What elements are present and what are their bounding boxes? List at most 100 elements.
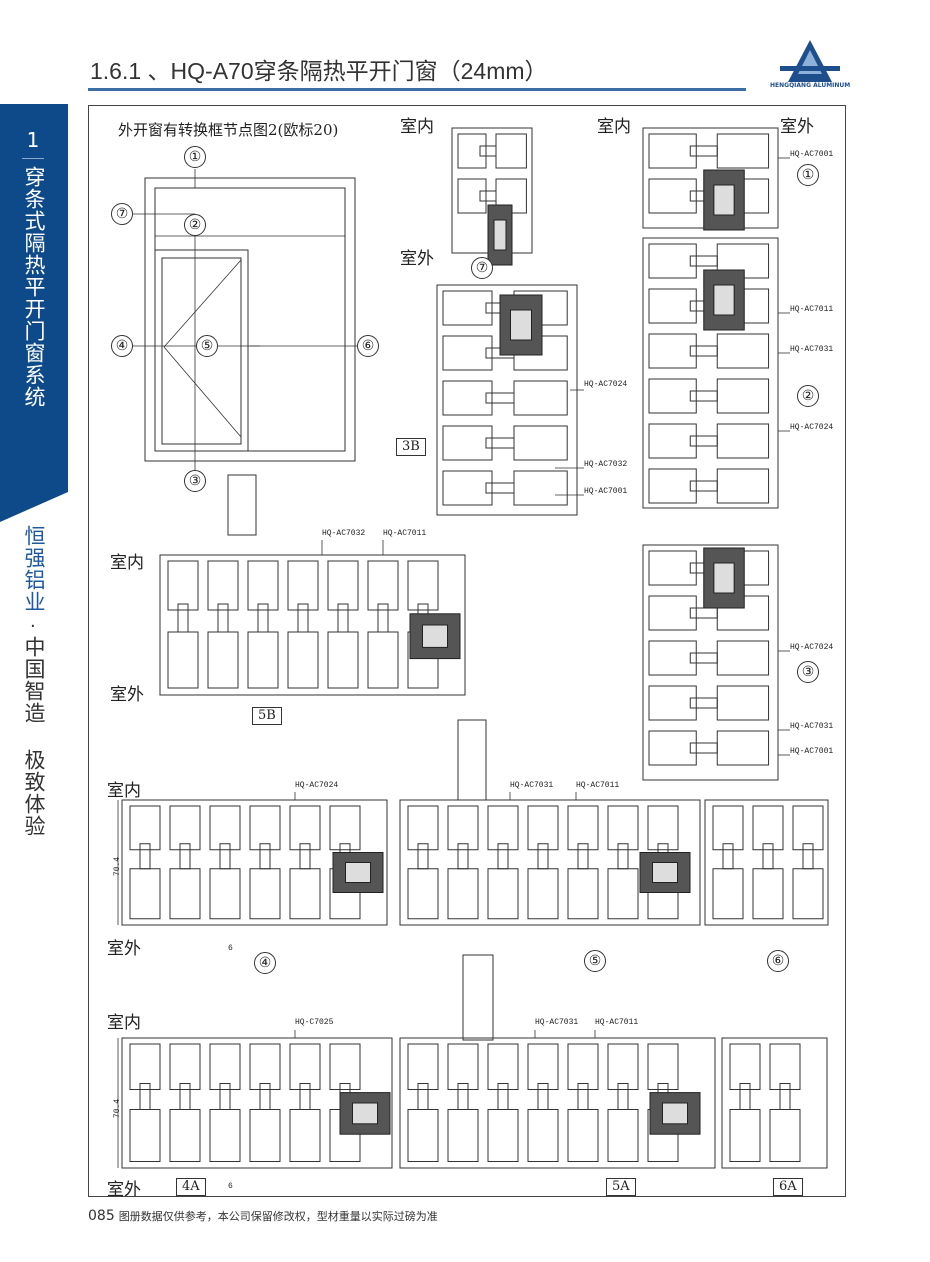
- thermal-strip: [537, 1083, 549, 1110]
- marker-2-detail: ②: [797, 385, 819, 407]
- thermal-strip: [337, 603, 349, 633]
- thermal-strip: [485, 482, 515, 494]
- profile-outline: [169, 868, 201, 920]
- outdoor-label: 室外: [400, 249, 434, 269]
- code-label: HQ-AC7031: [510, 781, 554, 790]
- profile-outline: [487, 1109, 519, 1162]
- profile-outline: [289, 805, 321, 851]
- glass-spacer: [662, 1102, 688, 1125]
- elevation-caption: 外开窗有转换框节点图2(欧标20): [118, 121, 339, 139]
- sidebar-band: [0, 104, 68, 522]
- profile-outline: [442, 335, 493, 371]
- code-label: HQ-AC7011: [790, 305, 834, 314]
- profile-outline: [716, 333, 770, 369]
- chapter-title: 穿条式隔热平开门窗系统: [22, 166, 46, 408]
- indoor-label: 室内: [107, 781, 141, 801]
- detail-box-4a: 4A: [176, 1178, 206, 1196]
- profile-outline: [642, 544, 779, 781]
- profile-outline: [407, 1109, 439, 1162]
- marker-1: ①: [184, 146, 206, 168]
- thermal-strip: [689, 697, 718, 709]
- profile-outline: [407, 868, 439, 920]
- glass-spacer: [713, 562, 735, 594]
- detail-box-3b: 3B: [396, 438, 426, 456]
- glass-unit: [703, 269, 745, 331]
- glass-spacer: [352, 1102, 378, 1125]
- code-label: HQ-AC7031: [790, 345, 834, 354]
- thermal-strip: [139, 843, 151, 870]
- glass-spacer: [713, 184, 735, 216]
- profile-outline: [121, 1037, 393, 1169]
- profile-outline: [289, 868, 321, 920]
- profile-outline: [712, 805, 744, 851]
- profile-outline: [442, 470, 493, 506]
- dimension-label: 70.4: [113, 856, 123, 877]
- marker-1-detail: ①: [797, 164, 819, 186]
- profile-outline: [129, 868, 161, 920]
- profile-outline: [769, 1043, 801, 1090]
- profile-outline: [249, 868, 281, 920]
- glass-spacer: [422, 624, 448, 648]
- profile-outline: [716, 730, 770, 766]
- profile-outline: [249, 805, 281, 851]
- profile-outline: [209, 868, 241, 920]
- profile-outline: [129, 1109, 161, 1162]
- profile-outline: [167, 560, 199, 611]
- profile-outline: [129, 805, 161, 851]
- profile-outline: [704, 799, 829, 926]
- separator-dot: ·: [30, 616, 36, 637]
- profile-outline: [513, 380, 568, 416]
- thermal-strip: [577, 1083, 589, 1110]
- sash: [154, 249, 249, 452]
- handle: [227, 474, 257, 536]
- profile-outline: [367, 631, 399, 689]
- detail-box-6a: 6A: [773, 1178, 803, 1196]
- profile-outline: [648, 640, 697, 676]
- profile-outline: [247, 560, 279, 611]
- thermal-strip: [689, 435, 718, 447]
- marker-6-detail: ⑥: [767, 950, 789, 972]
- profile-outline: [721, 1037, 828, 1169]
- code-label: HQ-AC7011: [595, 1018, 639, 1027]
- profile-outline: [367, 560, 399, 611]
- glass-unit: [409, 613, 461, 660]
- code-label: HQ-AC7032: [584, 460, 628, 469]
- profile-outline: [648, 288, 697, 324]
- glass-spacer: [652, 862, 678, 883]
- profile-outline: [407, 560, 439, 611]
- profile-outline: [399, 1037, 716, 1169]
- profile-outline: [648, 730, 697, 766]
- profile-outline: [159, 554, 466, 696]
- profile-outline: [487, 805, 519, 851]
- profile-outline: [648, 423, 697, 459]
- profile-outline: [716, 378, 770, 414]
- profile-outline: [207, 560, 239, 611]
- thermal-strip: [299, 1083, 311, 1110]
- thermal-strip: [689, 345, 718, 357]
- marker-7: ⑦: [111, 203, 133, 225]
- profile-outline: [607, 1109, 639, 1162]
- profile-outline: [287, 631, 319, 689]
- profile-outline: [648, 468, 697, 504]
- profile-outline: [129, 1043, 161, 1090]
- thermal-strip: [417, 1083, 429, 1110]
- code-label: HQ-AC7001: [790, 747, 834, 756]
- profile-outline: [648, 243, 697, 279]
- code-label: HQ-AC7024: [295, 781, 339, 790]
- profile-outline: [442, 380, 493, 416]
- profile-outline: [247, 631, 279, 689]
- indoor-label: 室内: [597, 117, 631, 137]
- code-label: HQ-AC7031: [535, 1018, 579, 1027]
- divider: [22, 158, 44, 159]
- thermal-strip: [722, 843, 734, 870]
- marker-6: ⑥: [357, 335, 379, 357]
- thermal-strip: [497, 1083, 509, 1110]
- profile-outline: [729, 1043, 761, 1090]
- profile-outline: [209, 1043, 241, 1090]
- thermal-strip: [177, 603, 189, 633]
- profile-outline: [447, 1109, 479, 1162]
- dimension-label: 70.4: [113, 1098, 123, 1119]
- glass-unit: [703, 169, 745, 231]
- profile-outline: [716, 423, 770, 459]
- profile-outline: [792, 868, 824, 920]
